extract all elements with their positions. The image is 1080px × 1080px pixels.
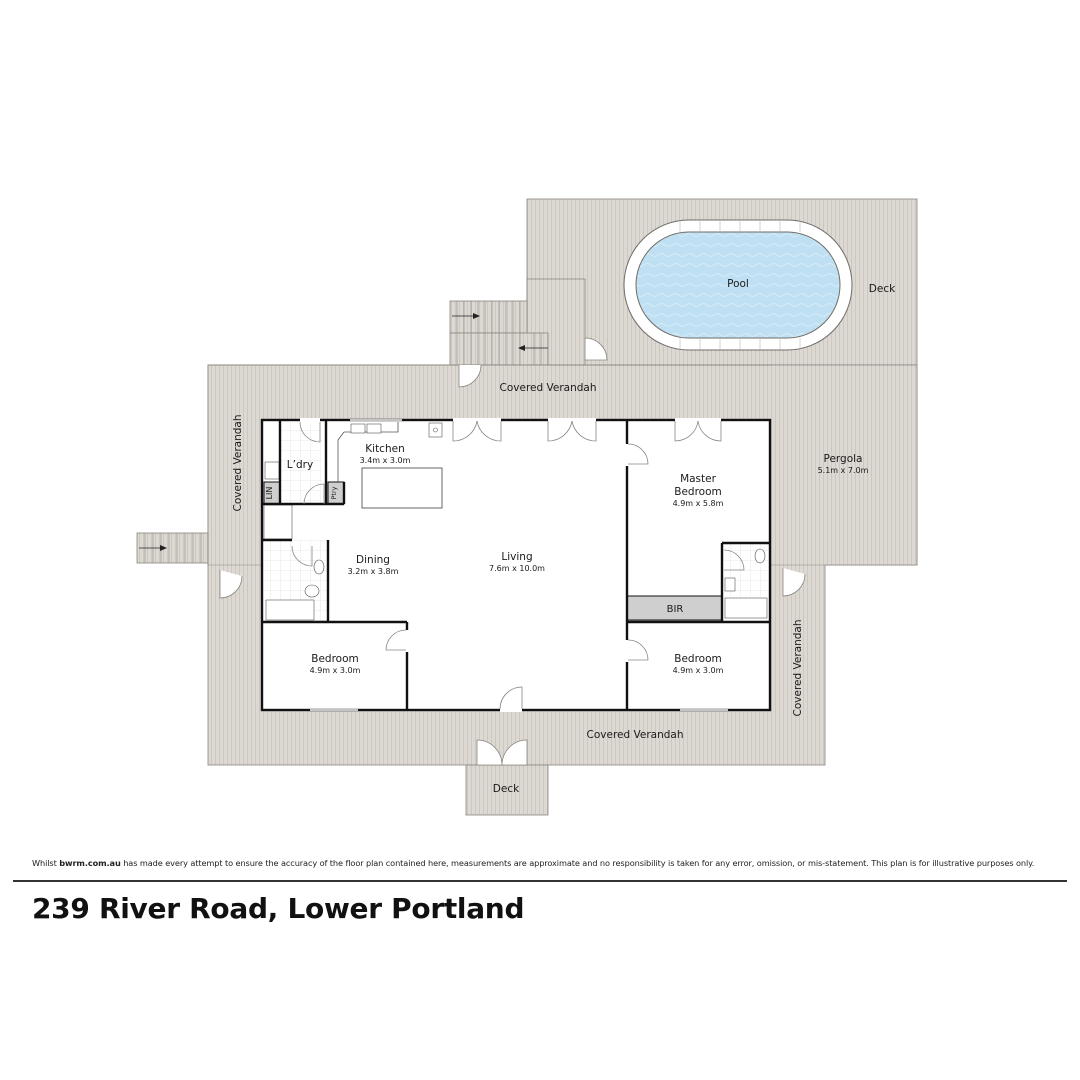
property-address: 239 River Road, Lower Portland — [32, 892, 525, 925]
room-label-master-1: Master — [680, 473, 717, 485]
label-verandah-top: Covered Verandah — [500, 382, 597, 394]
disclaimer-pre: Whilst — [32, 858, 60, 868]
label-verandah-bottom: Covered Verandah — [587, 729, 684, 741]
door-swings — [291, 420, 745, 710]
house — [260, 418, 772, 712]
size-pergola: 5.1m x 7.0m — [818, 466, 869, 475]
front-deck — [465, 764, 549, 816]
label-verandah-right: Covered Verandah — [792, 620, 804, 717]
room-label-laundry: L’dry — [287, 459, 313, 471]
disclaimer-post: has made every attempt to ensure the acc… — [120, 858, 1035, 868]
stairs-upper — [449, 300, 549, 366]
stair-arrow-icon — [452, 313, 548, 351]
door-swing — [458, 364, 482, 388]
room-label-dining: Dining — [356, 554, 390, 566]
room-size-bedroom-left: 4.9m x 3.0m — [310, 666, 361, 675]
label-deck-top: Deck — [869, 283, 896, 295]
door-swing — [782, 568, 806, 597]
label-deck-bottom: Deck — [493, 783, 520, 795]
door-swing — [584, 337, 608, 361]
disclaimer-brand: bwrm.com.au — [59, 858, 121, 868]
pool — [623, 219, 853, 351]
room-size-dining: 3.2m x 3.8m — [348, 567, 399, 576]
room-size-master: 4.9m x 5.8m — [673, 499, 724, 508]
room-label-linen: LIN — [265, 487, 274, 500]
disclaimer: Whilst bwrm.com.au has made every attemp… — [32, 858, 1062, 868]
room-size-kitchen: 3.4m x 3.0m — [360, 456, 411, 465]
stairs-left — [136, 532, 209, 564]
divider — [13, 880, 1067, 882]
room-label-bedroom-left: Bedroom — [311, 653, 359, 665]
room-size-living: 7.6m x 10.0m — [489, 564, 545, 573]
room-label-master-2: Bedroom — [674, 486, 722, 498]
room-label-pantry: Ptry — [330, 486, 338, 499]
door-swing — [219, 570, 243, 599]
room-label-living: Living — [501, 551, 532, 563]
room-size-bedroom-right: 4.9m x 3.0m — [673, 666, 724, 675]
label-verandah-left: Covered Verandah — [232, 415, 244, 512]
label-pergola: Pergola — [824, 453, 863, 465]
label-pool: Pool — [727, 278, 749, 290]
room-label-bedroom-right: Bedroom — [674, 653, 722, 665]
double-door-swing — [476, 739, 528, 766]
stair-arrow-icon — [160, 545, 167, 551]
room-label-kitchen: Kitchen — [365, 443, 404, 455]
room-label-bir: BIR — [667, 604, 684, 615]
